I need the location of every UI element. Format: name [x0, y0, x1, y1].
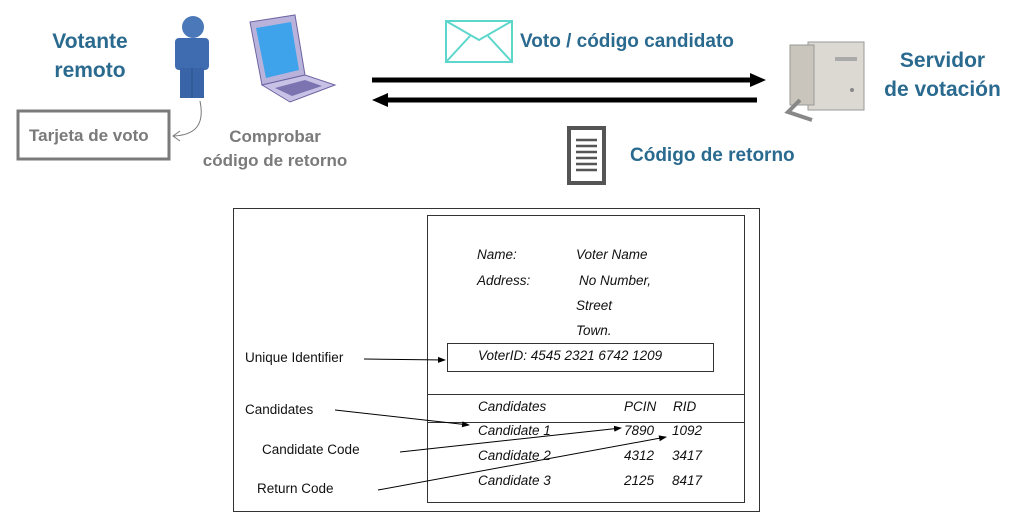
table-header-candidates: Candidates [478, 399, 547, 414]
server-title: Servidor de votación [870, 46, 1015, 104]
laptop-icon [249, 14, 337, 103]
check-line1: Comprobar [229, 127, 321, 146]
name-value: Voter Name [576, 247, 648, 262]
table-header-rid: RID [673, 399, 697, 414]
annotation-unique-identifier: Unique Identifier [245, 350, 344, 365]
address-label: Address: [477, 273, 531, 288]
table-cell: 4312 [624, 448, 655, 463]
table-cell: Candidate 1 [478, 423, 551, 438]
voter-title: Votante remoto [45, 27, 135, 85]
voter-id: VoterID: 4545 2321 6742 1209 [478, 348, 663, 363]
server-title-line1: Servidor [899, 49, 986, 72]
check-line2: código de retorno [202, 151, 348, 170]
table-header-pcin: PCIN [624, 399, 657, 414]
table-cell: 1092 [672, 423, 703, 438]
table-cell: 8417 [672, 473, 703, 488]
check-return-code-label: Comprobar código de retorno [195, 125, 355, 173]
name-label: Name: [477, 247, 517, 262]
voter-title-line2: remoto [54, 59, 126, 82]
voting-card-box [16, 109, 171, 161]
annotation-candidate-code: Candidate Code [262, 442, 360, 457]
address-line: Street [576, 298, 613, 313]
server-title-line2: de votación [884, 78, 1001, 101]
table-cell: Candidate 2 [478, 448, 551, 463]
table-cell: 7890 [624, 423, 655, 438]
voter-id-box [447, 343, 714, 372]
table-cell: Candidate 3 [478, 473, 551, 488]
envelope-icon [445, 20, 513, 63]
document-icon [567, 126, 606, 185]
ballot-card-frame [233, 208, 760, 512]
annotation-candidates: Candidates [245, 402, 314, 417]
address-line: No Number, [579, 273, 652, 288]
voter-person-icon [175, 16, 209, 98]
address-line: Town. [576, 323, 612, 338]
vote-message-label: Voto / código candidato [520, 31, 734, 52]
table-cell: 2125 [624, 473, 655, 488]
table-cell: 3417 [672, 448, 703, 463]
voting-card-label: Tarjeta de voto [29, 126, 149, 145]
voter-title-line1: Votante [52, 30, 128, 53]
annotation-return-code: Return Code [257, 481, 334, 496]
server-icon [784, 41, 865, 122]
return-code-message-label: Código de retorno [630, 145, 795, 166]
